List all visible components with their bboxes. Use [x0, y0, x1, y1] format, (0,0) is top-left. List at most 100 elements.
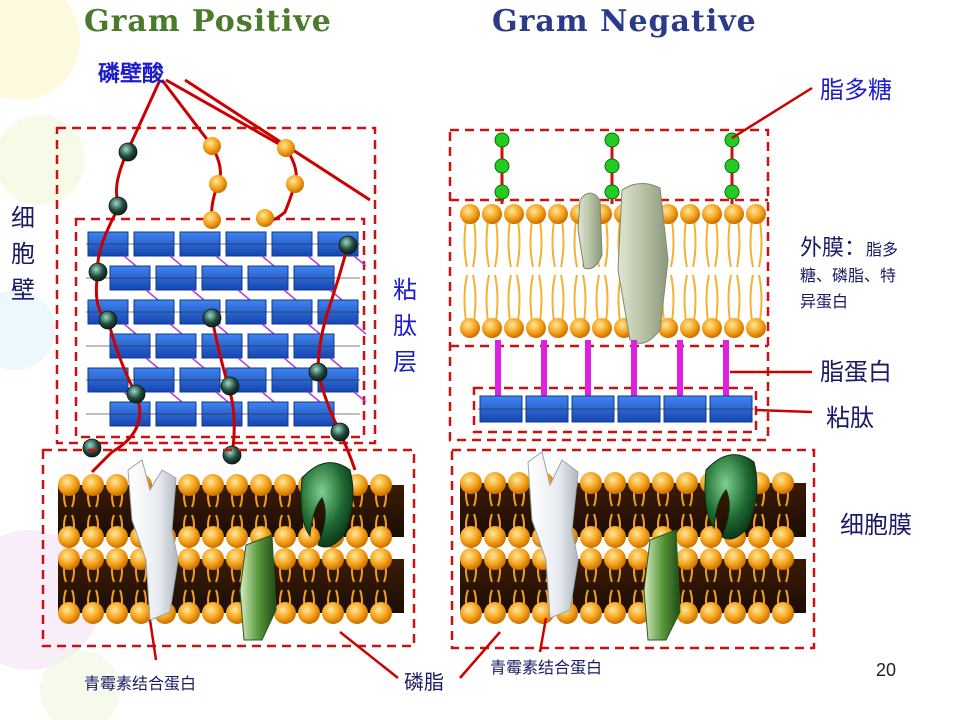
lipid-head [676, 602, 698, 624]
lipid-head [226, 474, 248, 496]
lipid-head [772, 472, 794, 494]
peptidoglycan-label: 粘肽 [826, 404, 874, 432]
lipid-head [628, 526, 650, 548]
lipid-head [526, 204, 546, 224]
lipid-head [746, 318, 766, 338]
lipoprotein [631, 340, 637, 396]
lipid-head [346, 602, 368, 624]
peptide-crosslink [123, 323, 137, 335]
lps-sugar-unit [494, 184, 510, 200]
lipid-head [548, 204, 568, 224]
lipid-head [58, 548, 80, 570]
peptidoglycan-layer-label: 粘肽层 [393, 276, 417, 376]
lipid-head [508, 602, 530, 624]
lipid-head [370, 548, 392, 570]
lipid-head [178, 548, 200, 570]
lipid-head [202, 602, 224, 624]
lipid-head [508, 526, 530, 548]
lipid-head [700, 548, 722, 570]
peptide-crosslink [307, 391, 321, 403]
gn-membrane-protein-green [643, 529, 681, 641]
teichoic-acid-unit [98, 310, 118, 330]
lipid-head [298, 526, 320, 548]
lipid-head [484, 602, 506, 624]
lipid-head [82, 548, 104, 570]
peptide-crosslink [353, 323, 367, 335]
teichoic-acid-unit [82, 438, 102, 458]
peptide-crosslink [215, 391, 229, 403]
peptide-crosslink [191, 289, 205, 301]
lipid-head [482, 204, 502, 224]
lipoprotein [541, 340, 547, 396]
cell-membrane-label: 细胞膜 [840, 511, 912, 539]
teichoic-acid-unit [330, 422, 350, 442]
peptide-crosslink [145, 289, 159, 301]
lipid-head [504, 204, 524, 224]
page-number: 20 [876, 660, 897, 680]
lipid-head [628, 472, 650, 494]
lipid-head [322, 548, 344, 570]
lipid-head [772, 526, 794, 548]
lipid-head [508, 472, 530, 494]
lipid-head [604, 472, 626, 494]
lps-sugar-unit [604, 132, 620, 148]
peptide-crosslink [145, 357, 159, 369]
gp-membrane-box [41, 448, 416, 648]
gp-penicillin-binding-protein-white [127, 459, 179, 621]
teichoic-acid-unit [126, 384, 146, 404]
lipid-head [772, 548, 794, 570]
teichoic-acid-unit [88, 262, 108, 282]
outer-membrane-label: 外膜：脂多 糖、磷脂、特 异蛋白 [800, 236, 950, 315]
lps-sugar-unit [724, 158, 740, 174]
lipid-head [226, 526, 248, 548]
peptide-crosslink [215, 255, 229, 267]
lipid-head [460, 472, 482, 494]
peptide-crosslink [261, 255, 275, 267]
lipid-head [58, 474, 80, 496]
lipid-head [628, 548, 650, 570]
gn-penicillin-binding-protein-white [527, 451, 579, 619]
thin-peptidoglycan-layer [478, 395, 754, 423]
lipoprotein [495, 340, 501, 396]
gn-phospholipid-bilayer [460, 472, 806, 624]
lipid-head [676, 548, 698, 570]
lipid-head [460, 204, 480, 224]
lipid-head [604, 548, 626, 570]
outer-membrane-desc-1: 脂多 [866, 240, 899, 259]
lps-sugar-unit [724, 184, 740, 200]
lipid-head [746, 204, 766, 224]
teichoic-acid-unit [220, 376, 240, 396]
lipid-head [106, 526, 128, 548]
lipid-head [202, 526, 224, 548]
lipoprotein-linkers [495, 340, 729, 396]
gram-negative-title: Gram Negative [492, 4, 757, 39]
peptide-crosslink [283, 289, 297, 301]
lipid-head [82, 526, 104, 548]
outer-membrane-bilayer [460, 204, 766, 338]
peptide-crosslink [283, 357, 297, 369]
lipid-head [250, 474, 272, 496]
peptidoglycan-brick-wall [86, 231, 367, 427]
lps-pointer [731, 86, 813, 140]
pbp-left-label: 青霉素结合蛋白 [84, 674, 197, 693]
lipid-head [508, 548, 530, 570]
lipid-head [580, 526, 602, 548]
teichoic-acid-unit [308, 362, 328, 382]
lipid-head [82, 602, 104, 624]
peptide-crosslink [261, 391, 275, 403]
lipid-head [274, 548, 296, 570]
peptide-crosslink [307, 323, 321, 335]
lipid-head [322, 602, 344, 624]
lipid-head [702, 204, 722, 224]
lipoprotein [585, 340, 591, 396]
lps-label: 脂多糖 [820, 76, 892, 104]
lipid-head [580, 548, 602, 570]
lps-sugar-unit [494, 132, 510, 148]
teichoic-acid-unit [338, 235, 358, 255]
outer-membrane-desc-2: 糖、磷脂、特 [800, 266, 897, 285]
lipid-head [58, 526, 80, 548]
lipid-head [676, 526, 698, 548]
lipid-head [724, 602, 746, 624]
lipid-head [748, 602, 770, 624]
